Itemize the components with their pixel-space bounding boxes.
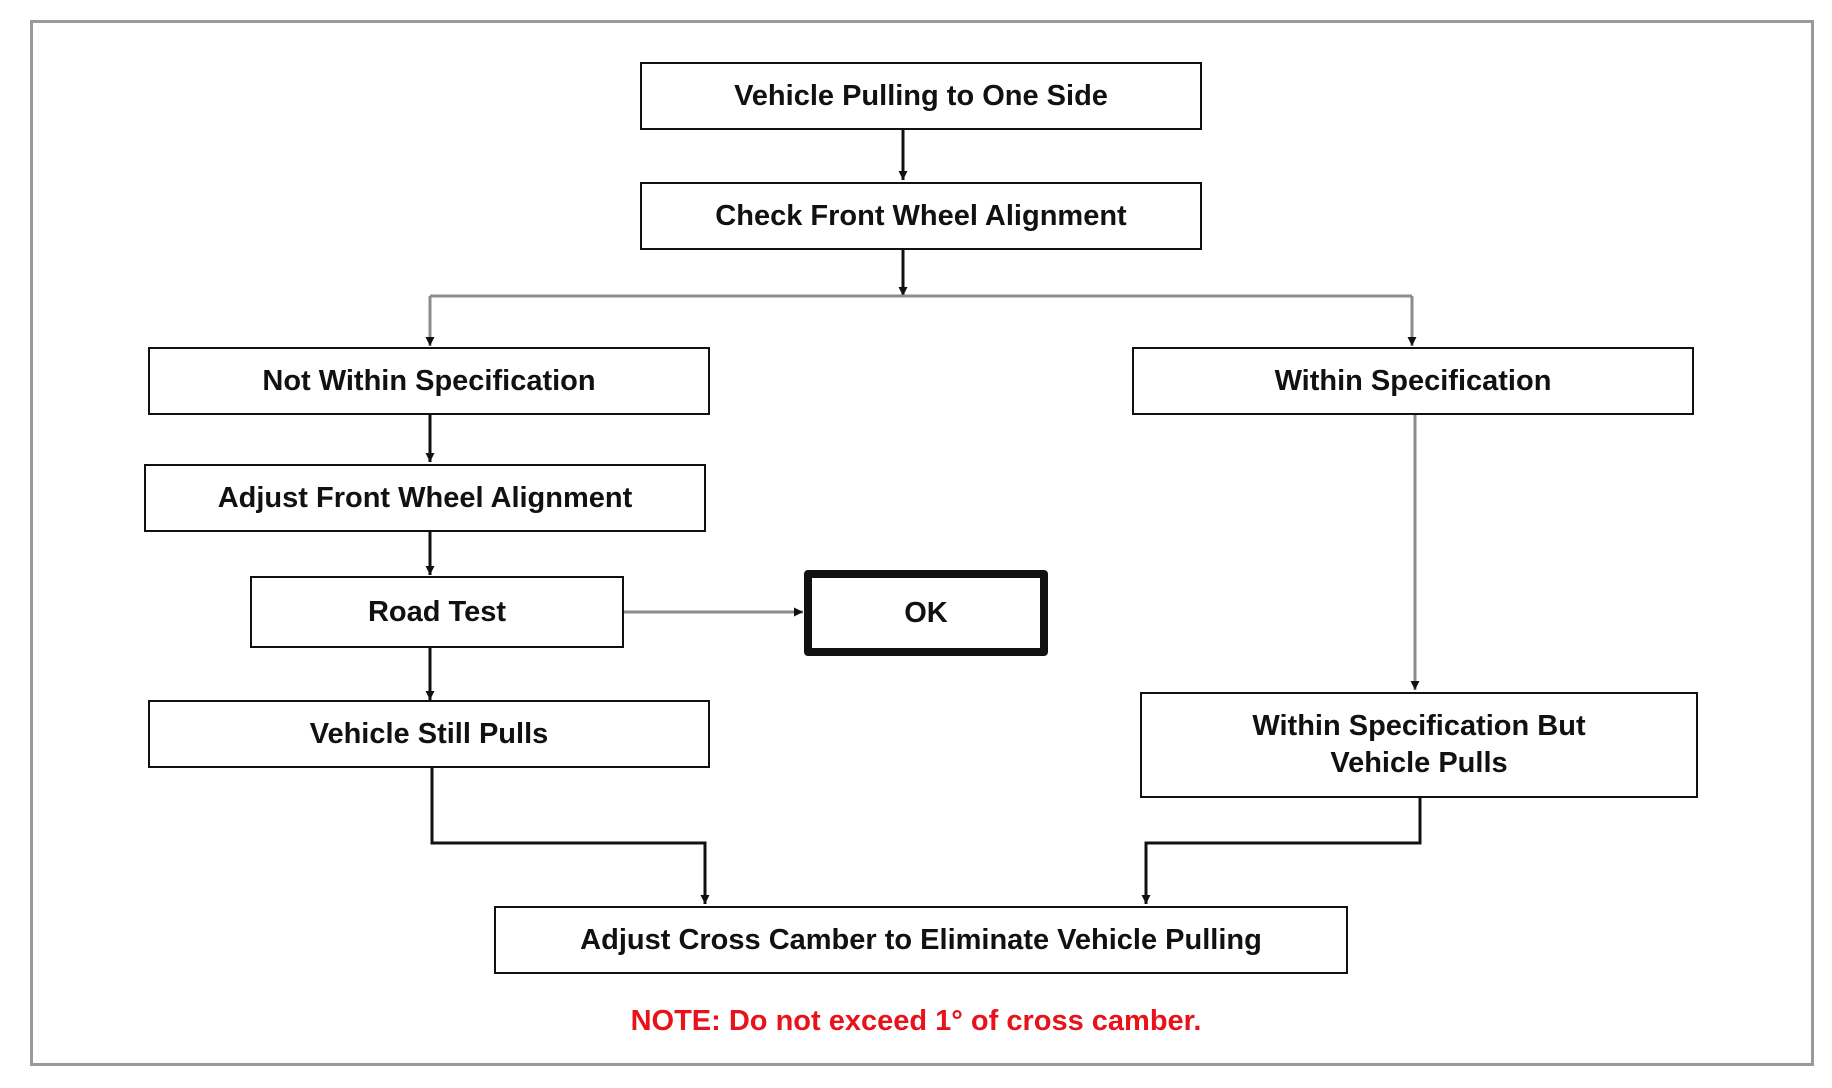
node-vehicle-pulling: Vehicle Pulling to One Side xyxy=(640,62,1202,130)
node-not-within-spec: Not Within Specification xyxy=(148,347,710,415)
diagram-frame xyxy=(30,20,1814,1066)
node-check-alignment: Check Front Wheel Alignment xyxy=(640,182,1202,250)
node-within-spec: Within Specification xyxy=(1132,347,1694,415)
node-within-spec-but-pulls: Within Specification But Vehicle Pulls xyxy=(1140,692,1698,798)
node-ok: OK xyxy=(804,570,1048,656)
node-road-test: Road Test xyxy=(250,576,624,648)
node-adjust-cross-camber: Adjust Cross Camber to Eliminate Vehicle… xyxy=(494,906,1348,974)
arrow-within-but-pulls-to-camber xyxy=(1141,798,1422,904)
node-adjust-front-wheel-alignment: Adjust Front Wheel Alignment xyxy=(144,464,706,532)
cross-camber-note: NOTE: Do not exceed 1° of cross camber. xyxy=(630,1005,1202,1037)
arrow-still-pulls-to-camber xyxy=(430,768,710,904)
node-vehicle-still-pulls: Vehicle Still Pulls xyxy=(148,700,710,768)
